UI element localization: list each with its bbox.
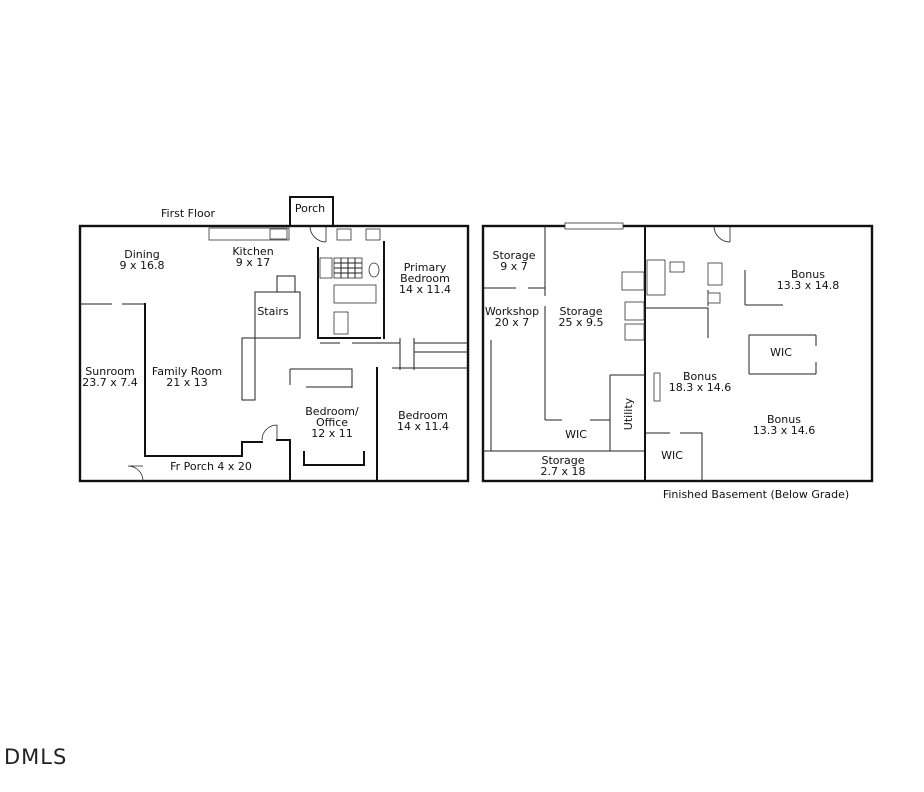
room-label-office-2: Office — [316, 416, 348, 429]
room-label-bonus-a: Bonus — [791, 268, 825, 281]
room-size-workshop: 20 x 7 — [495, 316, 530, 329]
basement-shower-icon — [646, 259, 666, 296]
basement-plan — [481, 222, 874, 483]
kitchen-sink-icon — [269, 228, 288, 240]
room-label-primary: Primary — [404, 261, 447, 274]
wic-a-walls — [748, 334, 817, 375]
room-label-utility: Utility — [622, 397, 635, 430]
dmls-logo: DMLS — [4, 745, 67, 769]
washer-icon — [624, 323, 645, 341]
tub-icon — [333, 284, 377, 304]
bath-sink-icon-2 — [365, 228, 381, 241]
basement-vanity-icon — [707, 262, 723, 286]
room-size-kitchen: 9 x 17 — [236, 256, 271, 269]
room-label-kitchen: Kitchen — [232, 245, 273, 258]
room-size-dining: 9 x 16.8 — [120, 259, 165, 272]
room-label-bedroom: Bedroom — [398, 409, 448, 422]
room-label-fr-porch: Fr Porch 4 x 20 — [170, 460, 252, 473]
room-size-primary: 14 x 11.4 — [399, 283, 451, 296]
basement-door-icon — [713, 225, 731, 243]
basement-bath-walls — [645, 290, 709, 338]
first-floor-title: First Floor — [161, 207, 215, 220]
toilet-icon — [368, 262, 380, 278]
room-size-bonus-b: 18.3 x 14.6 — [669, 381, 732, 394]
room-label-family: Family Room — [152, 365, 222, 378]
range-icon — [319, 257, 333, 279]
room-size-bedroom: 14 x 11.4 — [397, 420, 449, 433]
stairs-rail — [241, 337, 256, 401]
room-label-wic-c: WIC — [661, 449, 683, 462]
room-label-wic-b: WIC — [565, 428, 587, 441]
labels: First Floor Porch Dining 9 x 16.8 Kitche… — [4, 202, 849, 769]
porch-door-icon — [309, 225, 327, 243]
office-closet — [289, 368, 353, 388]
room-size-bonus-c: 13.3 x 14.6 — [753, 424, 816, 437]
utility-sink-icon — [624, 301, 645, 321]
room-label-dining: Dining — [124, 248, 160, 261]
wic-c-walls — [645, 432, 703, 481]
kitchen-counter — [208, 227, 290, 241]
room-size-storage-b: 25 x 9.5 — [559, 316, 604, 329]
primary-bath-walls — [317, 247, 381, 339]
room-label-porch: Porch — [295, 202, 325, 215]
basement-toilet-icon — [707, 292, 721, 304]
shower-tile-pattern — [334, 258, 362, 278]
water-heater-icon — [621, 271, 645, 291]
office-closet-lower — [303, 451, 365, 466]
room-size-sunroom: 23.7 x 7.4 — [82, 376, 138, 389]
room-size-storage-c: 2.7 x 18 — [541, 465, 586, 478]
stairs-landing — [276, 275, 296, 293]
workshop-partition — [544, 226, 610, 421]
room-label-storage-a: Storage — [492, 249, 535, 262]
room-label-primary-2: Bedroom — [400, 272, 450, 285]
room-label-sunroom: Sunroom — [85, 365, 134, 378]
first-floor-outline — [78, 224, 470, 483]
basement-caption: Finished Basement (Below Grade) — [663, 488, 849, 501]
room-label-bonus-b: Bonus — [683, 370, 717, 383]
room-label-storage-c: Storage — [541, 454, 584, 467]
room-size-office: 12 x 11 — [311, 427, 353, 440]
room-label-storage-b: Storage — [559, 305, 602, 318]
basement-outline — [481, 224, 874, 483]
room-label-bonus-c: Bonus — [767, 413, 801, 426]
room-size-bonus-a: 13.3 x 14.8 — [777, 279, 840, 292]
room-size-storage-a: 9 x 7 — [500, 260, 528, 273]
porch-side-door-icon — [127, 465, 144, 482]
room-label-workshop: Workshop — [485, 305, 539, 318]
basement-closet-door — [653, 372, 661, 402]
basement-sink-icon — [669, 261, 685, 273]
workshop-inner — [490, 340, 516, 452]
bonus-a-wall — [744, 270, 783, 306]
room-label-wic-a: WIC — [770, 346, 792, 359]
first-floor-plan — [78, 196, 470, 483]
vanity-icon — [333, 311, 349, 335]
room-label-office: Bedroom/ — [305, 405, 359, 418]
bath-sink-icon — [336, 228, 352, 241]
closet-walls — [399, 338, 468, 370]
front-door-icon — [261, 424, 278, 441]
utility-walls — [609, 374, 645, 451]
basement-window — [564, 222, 624, 230]
room-label-stairs: Stairs — [257, 305, 289, 318]
porch-walls — [289, 196, 334, 227]
room-size-family: 21 x 13 — [166, 376, 208, 389]
